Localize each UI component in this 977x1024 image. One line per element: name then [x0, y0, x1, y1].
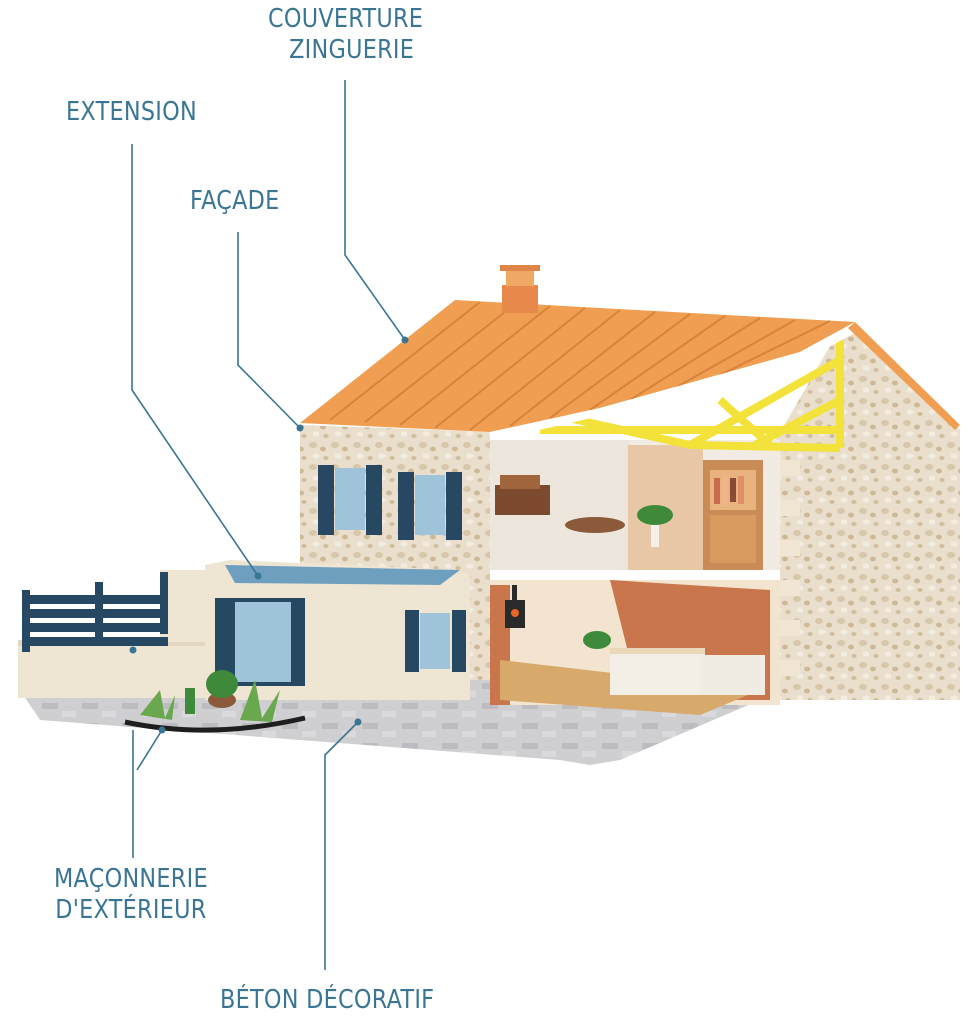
label-maconnerie-line2: D'EXTÉRIEUR — [55, 895, 207, 925]
leader-beton — [324, 721, 359, 970]
roof-seams — [329, 301, 831, 431]
leader-couverture — [344, 80, 406, 341]
extension-building — [205, 560, 470, 700]
roof-framework — [540, 340, 844, 452]
leader-facade — [237, 232, 301, 429]
label-extension: EXTENSION — [66, 97, 198, 127]
stove-icon — [505, 585, 525, 628]
leader-extension — [131, 144, 259, 577]
upper-windows — [318, 465, 462, 540]
plant-icon — [124, 670, 306, 733]
roof — [300, 300, 855, 432]
plant-icon — [583, 505, 673, 649]
label-facade: FAÇADE — [190, 186, 280, 216]
label-couverture-zinguerie: COUVERTURE ZINGUERIE — [268, 4, 423, 66]
label-couverture-line2: ZINGUERIE — [289, 35, 415, 65]
corner-quoins — [778, 460, 800, 676]
roof-edge-right — [848, 322, 960, 430]
leader-dots — [129, 336, 409, 734]
chimney-icon — [500, 265, 540, 313]
label-maconnerie-line1: MAÇONNERIE — [54, 864, 208, 894]
leader-lines — [131, 80, 406, 970]
fence — [22, 572, 168, 652]
exterior-masonry-wall — [18, 570, 220, 698]
label-maconnerie-exterieur: MAÇONNERIE D'EXTÉRIEUR — [54, 864, 208, 926]
roof-gutter — [490, 322, 860, 440]
interior-cutaway — [490, 440, 780, 715]
label-beton-decoratif: BÉTON DÉCORATIF — [220, 985, 435, 1015]
label-couverture-line1: COUVERTURE — [268, 4, 424, 34]
leader-maconnerie-b — [136, 729, 163, 771]
